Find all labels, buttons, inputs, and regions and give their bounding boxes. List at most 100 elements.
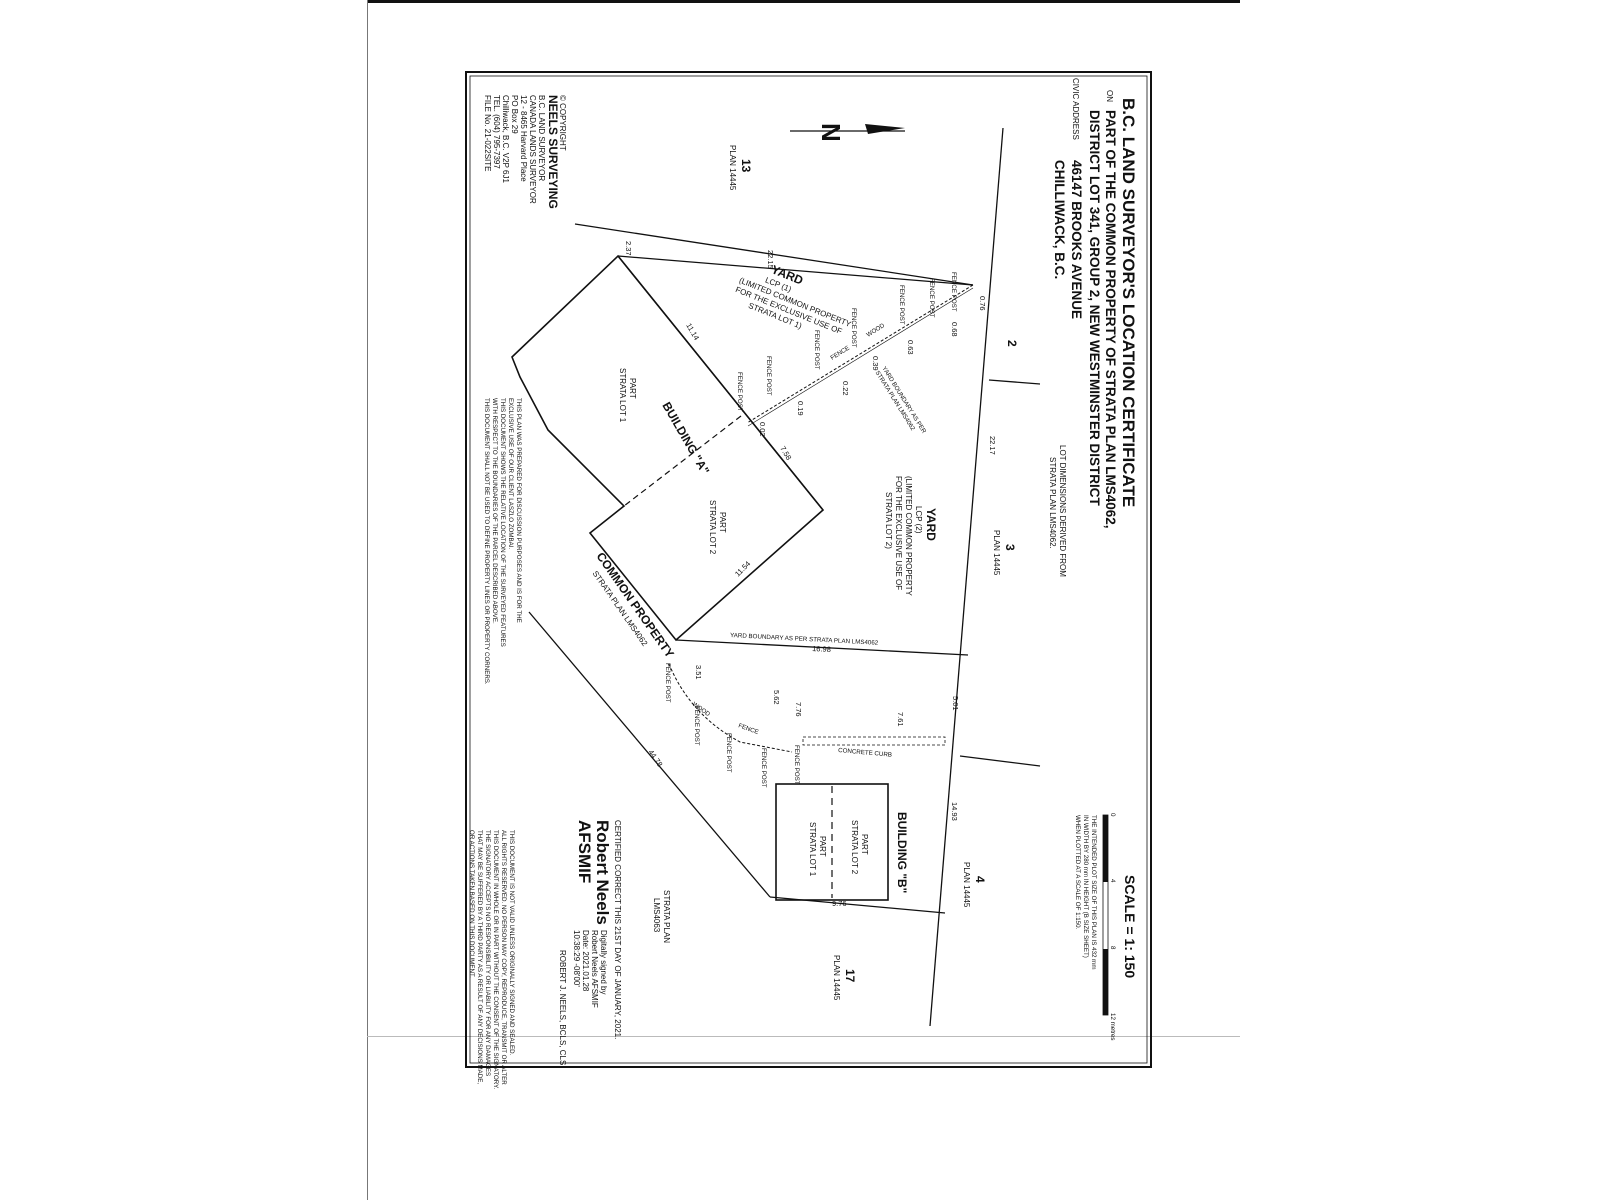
yard-boundary-1-line-1: YARD BOUNDARY AS PER (880, 365, 927, 435)
plan-border-inner (469, 75, 1148, 1064)
north-arrow-n: N (816, 123, 846, 142)
dimension-labels: 22.15 22.17 2.37 11.14 7.58 11.54 16.98 … (624, 241, 997, 908)
building-b-lot1-name: STRATA LOT 1 (808, 822, 817, 877)
dim-44-78: 44.78 (646, 748, 664, 769)
wood-label-n: WOOD (865, 322, 886, 339)
yard2-line-1: YARD (924, 508, 938, 541)
lot-2-num: 2 (1005, 340, 1019, 347)
digital-sig-2: Robert Neels AFSMIF (590, 930, 599, 1008)
lot-13-label: 13 PLAN 14445 (728, 145, 753, 191)
lms4063-label: STRATA PLAN LMS4063 (652, 890, 671, 943)
building-a-lot1-name: STRATA LOT 1 (618, 368, 627, 423)
lot-3-plan: PLAN 14445 (992, 530, 1001, 576)
disclaimer-left-5: THIS DOCUMENT SHALL NOT BE USED TO DEFIN… (483, 398, 490, 685)
building-a-lot1-part: PART (628, 378, 637, 399)
dim-11-14: 11.14 (684, 322, 701, 342)
fence-post-s5: FENCE POST (793, 745, 800, 785)
disclaimer-right-6: OR ACTIONS TAKEN BASED ON THIS DOCUMENT. (468, 830, 475, 978)
yard-lcp1-boundary (617, 255, 974, 286)
lot2-lot3-line (988, 379, 1041, 385)
dim-3-51: 3.51 (694, 665, 703, 680)
disclaimer-right-5: THAT MAY BE SUFFERED BY A THIRD PARTY AS… (476, 830, 483, 1084)
scale-tick-4: 4 (1109, 879, 1116, 883)
dim-9-76: 9.76 (832, 899, 847, 908)
building-b-lot2-name: STRATA LOT 2 (850, 820, 859, 875)
lms4063-line-2: LMS4063 (652, 898, 661, 933)
scan-top-edge (367, 0, 1240, 3)
fence-post-labels: FENCE POST FENCE POST FENCE POST FENCE P… (664, 272, 957, 788)
fence-post-1: FENCE POST (928, 278, 935, 318)
fence-post-5: FENCE POST (765, 356, 772, 396)
disclaimer-right-4: THE SIGNATORY ACCEPTS NO RESPONSIBILITY … (484, 830, 491, 1076)
scale-tick-12: 12 metres (1109, 1013, 1116, 1041)
lot-13-plan: PLAN 14445 (728, 145, 737, 191)
lot-3-label: 3 PLAN 14445 (992, 530, 1017, 576)
dim-7-61: 7.61 (896, 712, 905, 727)
strata-lms4063-line (528, 611, 771, 898)
dim-22-15: 22.15 (766, 250, 775, 269)
dim-7-76: 7.76 (794, 702, 803, 717)
lot-dimension-note: LOT DIMENSIONS DERIVED FROM STRATA PLAN … (1048, 445, 1067, 577)
copyright-line-7: Chilliwack, B.C. V2P 6J1 (501, 95, 510, 183)
fence-label-s: FENCE (737, 722, 759, 736)
copyright-line-4: CANADA LANDS SURVEYOR (528, 95, 537, 204)
building-b: BUILDING "B" PART STRATA LOT 2 PART STRA… (775, 783, 909, 901)
scale-label: SCALE = 1: 150 (1122, 875, 1138, 978)
dim-22-17: 22.17 (988, 436, 997, 455)
disclaimer-left-4: WITH RESPECT TO THE BOUNDARIES OF THE PA… (491, 398, 498, 624)
disclaimer-right-1: THIS DOCUMENT IS NOT VALID UNLESS ORIGIN… (508, 830, 515, 1056)
lot-17-num: 17 (843, 969, 857, 983)
yard2-line-2: LCP (2) (914, 506, 923, 534)
building-a-lot-divider (623, 415, 742, 507)
concrete-curb-label: CONCRETE CURB (838, 747, 892, 759)
dim-7-58: 7.58 (778, 445, 793, 462)
scale-tick-0: 0 (1109, 813, 1116, 817)
copyright-line-1: © COPYRIGHT (558, 95, 567, 151)
signature-name-1: Robert Neels (593, 820, 612, 925)
on-label: ON (1105, 90, 1114, 102)
copyright-line-2: NEELS SURVEYING (546, 95, 560, 209)
dim-0-68: 0.68 (950, 322, 959, 337)
civic-line-2: CHILLIWACK, B.C. (1052, 160, 1067, 279)
dim-16-98: 16.98 (812, 644, 831, 654)
digital-sig-4: 10:38:29 -08'00' (572, 930, 581, 987)
building-a-lot2-name: STRATA LOT 2 (708, 500, 717, 555)
fence-post-6: FENCE POST (736, 372, 743, 412)
digital-sig-1: Digitally signed by (599, 930, 608, 994)
lms4063-line-1: STRATA PLAN (662, 890, 671, 943)
signature-printed: ROBERT J. NEELS, BCLS, CLS (558, 950, 567, 1065)
north-boundary (574, 223, 974, 286)
dim-2-37: 2.37 (624, 241, 633, 256)
east-boundary (929, 127, 1004, 1027)
scale-bar-seg-1 (1103, 815, 1108, 882)
scale-note-3: WHEN PLOTTED AT A SCALE OF 1:150. (1074, 815, 1081, 930)
fence-post-4: FENCE POST (813, 330, 820, 370)
yard-boundary-2-text: YARD BOUNDARY AS PER STRATA PLAN LMS4062 (730, 632, 879, 647)
yard-boundary-label-1: YARD BOUNDARY AS PER STRATA PLAN LMS4062 (874, 365, 928, 435)
copyright-line-9: FILE No. 21-022SITE (483, 95, 492, 171)
scale-bar-seg-3 (1103, 949, 1108, 1015)
building-b-label: BUILDING "B" (895, 812, 909, 893)
yard2-line-3: (LIMITED COMMON PROPERTY (904, 476, 913, 597)
fence-post-s4: FENCE POST (760, 748, 767, 788)
fence-post-2: FENCE POST (898, 285, 905, 325)
plan-title: B.C. LAND SURVEYOR'S LOCATION CERTIFICAT… (1119, 98, 1138, 507)
dim-0-63: 0.63 (906, 340, 915, 355)
dim-0-76: 0.76 (978, 296, 987, 311)
building-a-label: BUILDING "A" (659, 400, 712, 477)
scan-left-edge (367, 0, 368, 1200)
lot-4-label: 4 PLAN 14445 (962, 862, 987, 908)
disclaimer-right-2: ALL RIGHTS RESERVED. NO PERSON MAY COPY,… (500, 830, 507, 1085)
yard-lcp2-label: YARD LCP (2) (LIMITED COMMON PROPERTY FO… (884, 476, 938, 597)
fence-post-s2: FENCE POST (693, 706, 700, 746)
fence-post-s1: FENCE POST (664, 663, 671, 703)
lot-17-label: 17 PLAN 14445 (832, 955, 857, 1001)
civic-address-label: CIVIC ADDRESS (1071, 78, 1080, 140)
signature-name-2: AFSMIF (575, 820, 594, 883)
lot-dim-line-1: LOT DIMENSIONS DERIVED FROM (1058, 445, 1067, 577)
lot-17-plan: PLAN 14445 (832, 955, 841, 1001)
dim-0-22: 0.22 (841, 381, 850, 396)
lot-2-label: 2 (1005, 340, 1019, 347)
digital-sig-3: Date: 2021.01.28 (581, 930, 590, 992)
plan-border (465, 71, 1152, 1068)
